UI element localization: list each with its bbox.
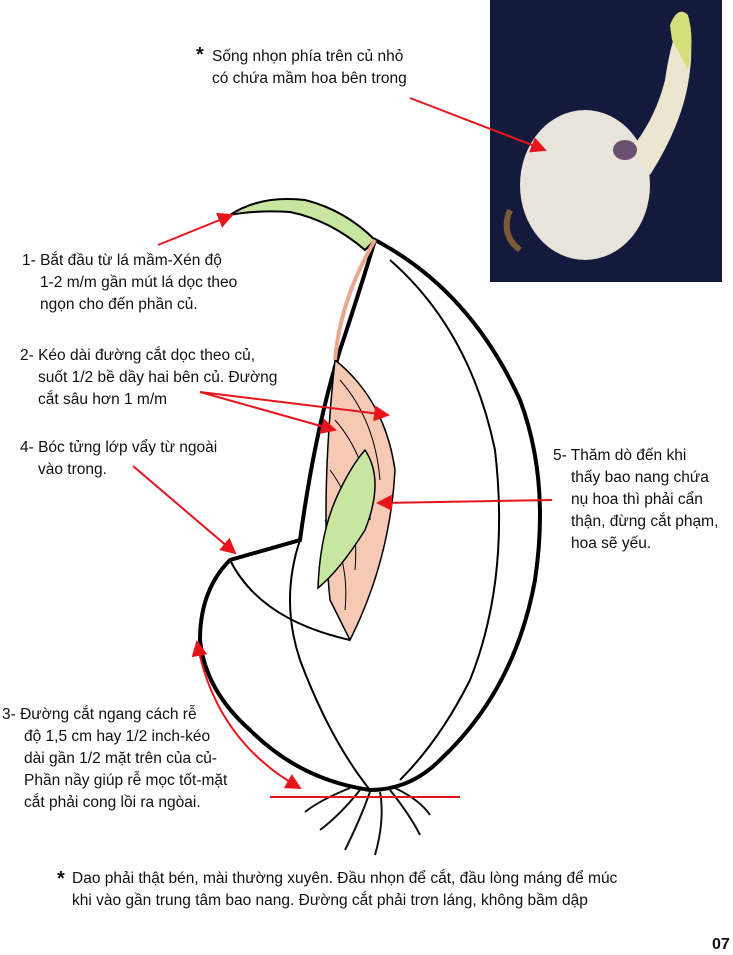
red-arrows — [132, 97, 553, 798]
step-line: Phần nầy giúp rễ mọc tốt-mặt — [24, 772, 228, 789]
arrow-step-3 — [191, 640, 302, 789]
step-line: thận, đừng cắt phạm, — [571, 513, 719, 530]
step-line: 4- Bóc tửng lớp vẩy từ ngoài — [20, 439, 218, 456]
step-line: cắt phải cong lồi ra ngòai. — [24, 794, 201, 811]
arrow-step-2a — [199, 391, 390, 422]
leaf — [229, 198, 377, 252]
bottom-note-line: khi vào gần trung tâm bao nang. Đường cắ… — [72, 892, 588, 909]
step-line: nụ hoa thì phải cẩn — [571, 491, 703, 508]
step-line: suốt 1/2 bề dầy hai bên củ. Đường — [38, 369, 278, 386]
step-line: 1-2 m/m gần mút lá dọc theo — [40, 274, 238, 291]
step-3: 3- Đường cắt ngang cách rễ độ 1,5 cm hay… — [2, 704, 227, 814]
roots — [304, 787, 431, 856]
step-line: độ 1,5 cm hay 1/2 inch-kéo — [24, 728, 211, 745]
bottom-note: Dao phải thật bén, mài thường xuyên. Đầu… — [72, 868, 617, 912]
arrow-step-4 — [132, 465, 237, 555]
step-line: 5- Thăm dò đến khi — [553, 447, 687, 464]
top-note-marker: * — [196, 44, 204, 66]
step-2: 2- Kéo dài đường cắt dọc theo củ, suốt 1… — [20, 345, 277, 411]
flower-bud — [317, 448, 376, 590]
top-note-line: có chứa mầm hoa bên trong — [212, 70, 407, 87]
step-line: ngọn cho đến phần củ. — [40, 296, 198, 313]
step-5: 5- Thăm dò đến khi thấy bao nang chứa nụ… — [553, 445, 718, 555]
step-line: 1- Bắt đầu từ lá mầm-Xén độ — [22, 252, 222, 269]
page-number: 07 — [712, 936, 730, 953]
bottom-note-line: Dao phải thật bén, mài thường xuyên. Đầu… — [72, 870, 618, 887]
step-line: thấy bao nang chứa — [571, 469, 709, 486]
arrow-step-5 — [376, 494, 553, 511]
bulb-photo-drawing — [503, 11, 692, 260]
arrow-step-2b — [199, 391, 337, 434]
arrow-top-note — [409, 97, 547, 153]
step-line: cắt sâu hơn 1 m/m — [38, 391, 168, 408]
bulb-photo — [490, 0, 722, 282]
step-4: 4- Bóc tửng lớp vẩy từ ngoài vào trong. — [20, 437, 217, 481]
step-line: dài gần 1/2 mặt trên của củ- — [24, 750, 218, 767]
top-note: Sống nhọn phía trên củ nhỏ có chứa mầm h… — [212, 46, 407, 90]
step-line: 2- Kéo dài đường cắt dọc theo củ, — [20, 347, 256, 364]
step-line: 3- Đường cắt ngang cách rễ — [2, 706, 197, 723]
step-line: hoa sẽ yếu. — [571, 535, 652, 552]
step-line: vào trong. — [38, 461, 107, 478]
top-note-line: Sống nhọn phía trên củ nhỏ — [212, 48, 404, 65]
arrow-step-1 — [157, 212, 234, 246]
bottom-note-marker: * — [57, 868, 65, 890]
step-1: 1- Bắt đầu từ lá mầm-Xén độ 1-2 m/m gần … — [22, 250, 237, 316]
